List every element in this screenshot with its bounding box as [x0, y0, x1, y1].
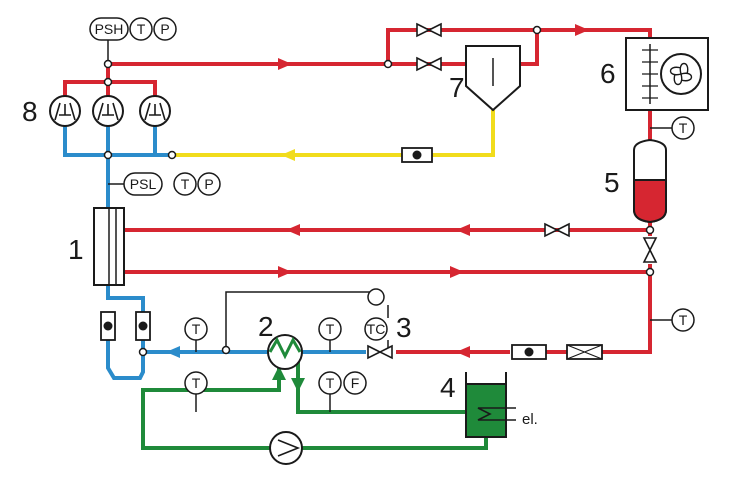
flow-arrow	[281, 149, 295, 161]
component-number-2: 2	[258, 311, 274, 342]
condenser	[625, 37, 709, 111]
valve	[642, 237, 658, 263]
sight-glass	[511, 344, 547, 360]
oil-separator	[465, 45, 521, 112]
t-label: T	[192, 321, 201, 337]
control-line	[225, 291, 389, 352]
flow-arrows	[166, 24, 589, 392]
sight-glasses	[100, 147, 603, 360]
junction-dots	[103, 25, 655, 357]
flow-arrow	[450, 266, 464, 278]
flow-arrow	[272, 366, 286, 380]
liquid-line	[172, 110, 495, 157]
component-number-1: 1	[68, 234, 84, 265]
component-number-5: 5	[604, 167, 620, 198]
compressor	[92, 95, 124, 127]
sight-glass	[100, 311, 116, 341]
flow-arrow	[456, 224, 470, 236]
flow-arrow	[278, 266, 292, 278]
flow-arrow	[278, 58, 292, 70]
instrument-bubbles	[89, 17, 695, 395]
flow-arrow	[291, 378, 305, 392]
valve	[544, 222, 570, 238]
heat-exchanger	[93, 207, 125, 286]
compressor-group	[49, 95, 171, 127]
p-label: P	[160, 21, 169, 37]
component-numbers: 1 2 3 4 5 6 7 8	[22, 58, 620, 403]
t-label: T	[679, 120, 688, 136]
evaporator	[267, 334, 303, 370]
flow-arrow	[456, 346, 470, 358]
water-pump	[269, 431, 303, 465]
flow-arrow	[166, 346, 180, 358]
instrument-labels: PSH T P PSL T P T T T T TC T T F	[95, 21, 688, 391]
psl-label: PSL	[130, 176, 157, 192]
tc-bulb	[367, 288, 385, 306]
flow-arrow	[575, 24, 589, 36]
instrument-stems	[107, 40, 672, 412]
t-label: T	[192, 375, 201, 391]
compressor	[49, 95, 81, 127]
suction-pipe	[63, 125, 366, 380]
tc-label: TC	[367, 321, 386, 337]
compressor	[139, 95, 171, 127]
heater-label: el.	[522, 411, 538, 428]
water-tank	[465, 372, 516, 438]
component-number-3: 3	[396, 312, 412, 343]
sight-glass	[401, 147, 433, 163]
valves	[367, 22, 658, 360]
p-label: P	[204, 176, 213, 192]
component-number-6: 6	[600, 58, 616, 89]
expansion-valve	[367, 344, 393, 360]
flow-arrow	[286, 224, 300, 236]
t-label: T	[326, 321, 335, 337]
component-number-4: 4	[440, 372, 456, 403]
t-label: T	[137, 21, 146, 37]
valve	[416, 22, 442, 38]
t-label: T	[679, 312, 688, 328]
sight-glass	[135, 311, 151, 341]
t-label: T	[326, 375, 335, 391]
filter-drier	[566, 344, 603, 360]
f-label: F	[351, 375, 360, 391]
psh-label: PSH	[95, 21, 124, 37]
component-number-7: 7	[449, 72, 465, 103]
receiver	[633, 138, 667, 224]
t-label: T	[181, 176, 190, 192]
valve	[416, 56, 442, 72]
component-number-8: 8	[22, 96, 38, 127]
